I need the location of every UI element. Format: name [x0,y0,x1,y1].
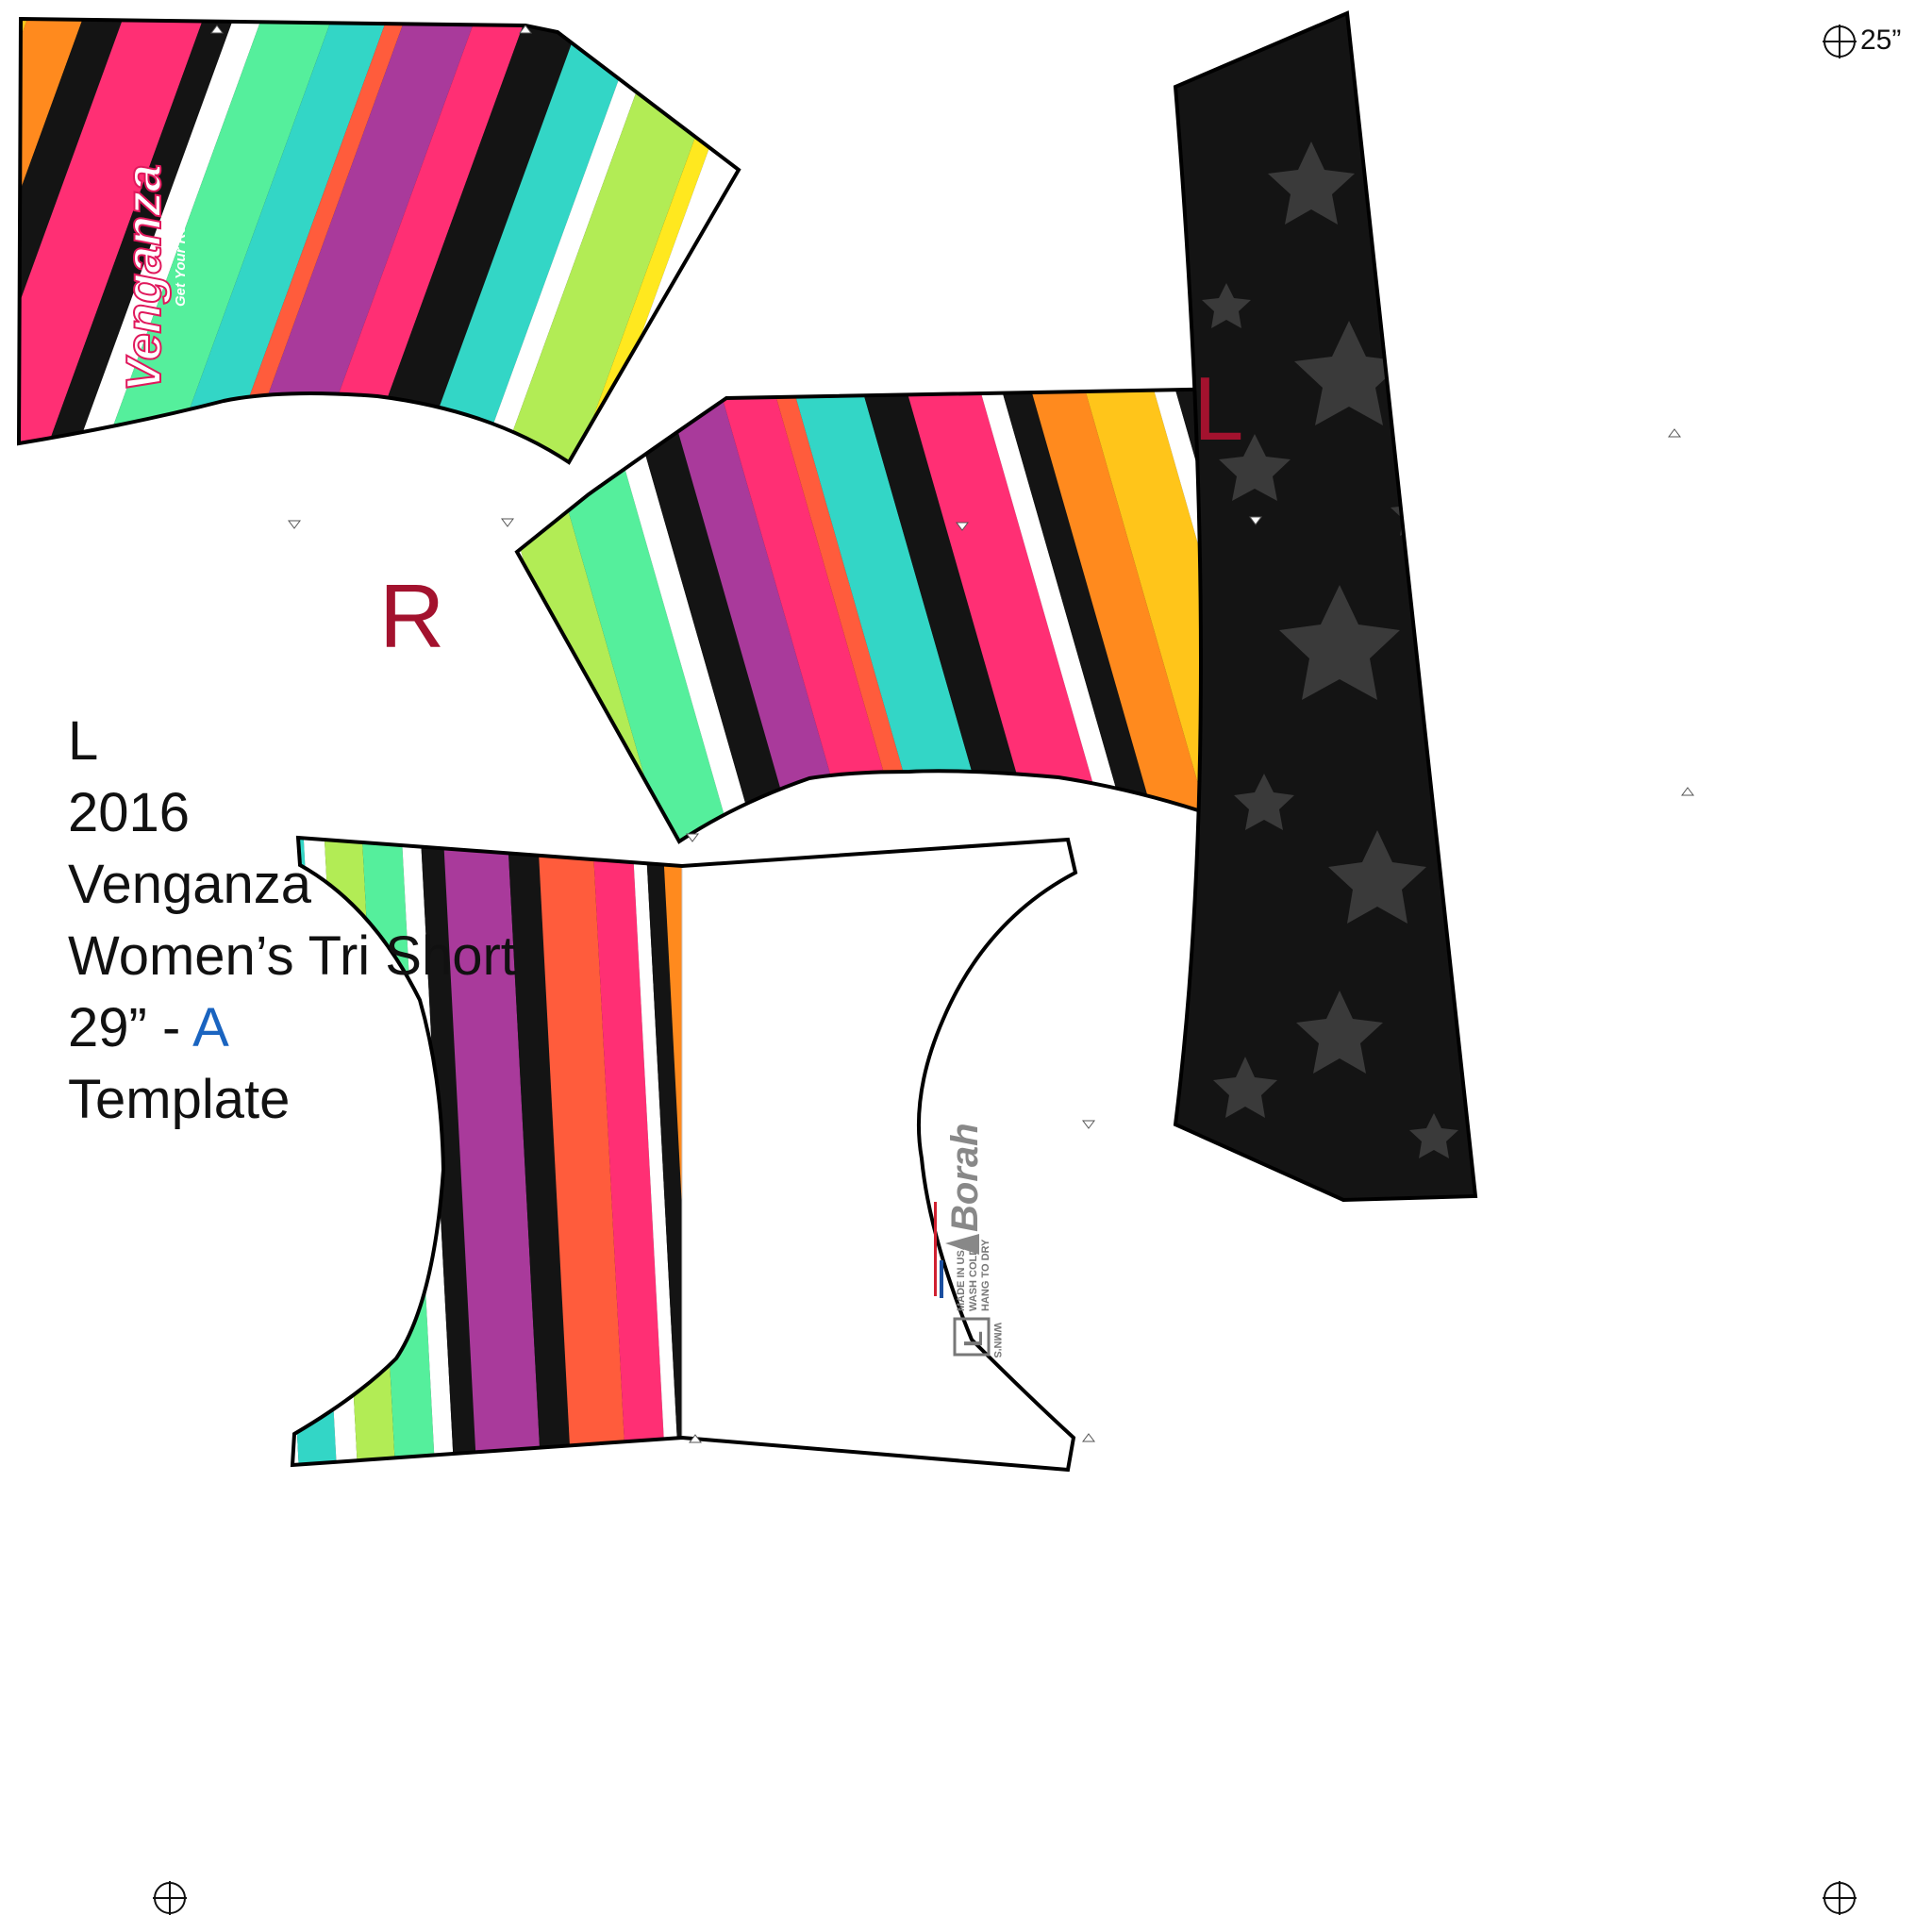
info-length-prefix: 29” - [68,997,193,1058]
template-info: L 2016 Venganza Women’s Tri Short 29” - … [68,706,516,1136]
care-brand-peak-icon [945,1234,979,1255]
borah-peak-icon [1470,974,1502,1009]
waistband-panel [1175,13,1475,1200]
info-size: L [68,710,99,772]
care-line-1: MADE IN USA [956,1242,967,1311]
info-design: Venganza [68,854,312,915]
venganza-logo: Venganza Get Your Revenge [116,163,189,392]
waistband-size-label: 25” [1860,25,1902,56]
registration-crosshair-icon [153,1881,187,1915]
care-line-3: HANG TO DRY [980,1239,991,1311]
care-size-box [953,1317,991,1357]
info-length: 29” - A [68,992,516,1064]
care-brand: Borah [944,1123,986,1232]
borah-word: Borah [1459,832,1512,968]
care-line-2: WASH COLD [968,1248,979,1311]
flag-stripe-blue [940,1260,943,1298]
info-variant: A [192,997,229,1058]
starfish-pattern [1202,142,1458,1158]
borah-teamwear-logo: Borah TEAMWEAR [1459,832,1526,1009]
care-size: L [958,1331,988,1347]
registration-crosshair-icon [1823,25,1857,58]
right-panel-label: R [379,566,445,667]
borah-teamwear: TEAMWEAR [1510,873,1526,962]
left-panel-label: L [1193,358,1244,459]
notch-marker-icon [210,25,1694,1443]
flag-stripe-red [934,1202,937,1296]
info-year: 2016 [68,782,191,843]
care-gender: WMN'S [991,1323,1003,1357]
info-kind: Template [68,1069,291,1130]
venganza-script: Venganza [117,164,172,391]
care-label: L MADE IN USA WASH COLD HANG TO DRY WMN'… [934,1123,1003,1357]
info-product: Women’s Tri Short [68,925,516,987]
venganza-tagline: Get Your Revenge [173,185,189,307]
registration-crosshair-icon [1823,1881,1857,1915]
